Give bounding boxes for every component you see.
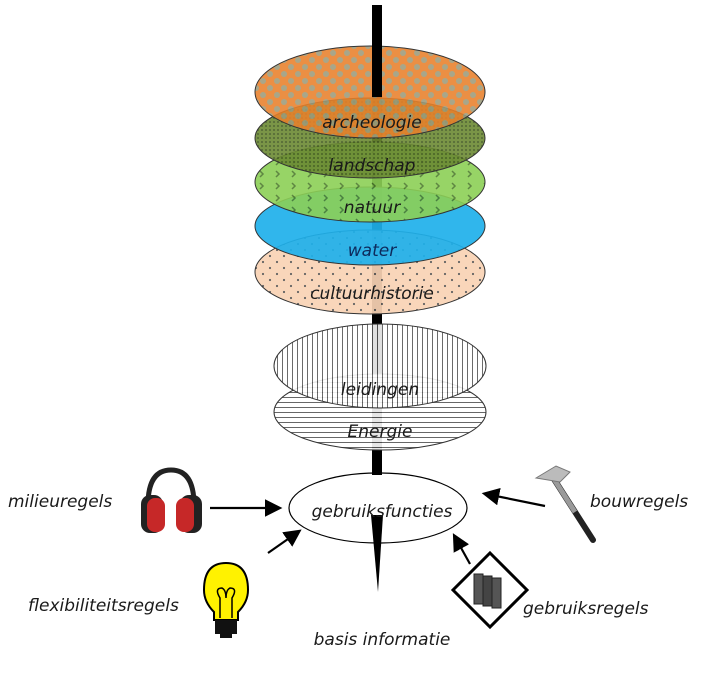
layer-leidingen: leidingen bbox=[273, 323, 487, 409]
hammer-icon bbox=[534, 465, 596, 543]
layer-label: landschap bbox=[329, 156, 416, 176]
rule-label-flexibiliteitsregels: flexibiliteitsregels bbox=[28, 596, 179, 616]
pole-top bbox=[372, 5, 382, 97]
headphones-icon bbox=[141, 467, 202, 533]
rule-label-gebruiksregels: gebruiksregels bbox=[523, 599, 649, 619]
layer-label: natuur bbox=[344, 198, 401, 218]
layer-label: water bbox=[348, 241, 397, 261]
center-label: gebruiksfuncties bbox=[312, 502, 453, 522]
layer-label: Energie bbox=[348, 422, 413, 442]
layer-archeologie: archeologie bbox=[254, 45, 486, 139]
arrow-gebruiksregels bbox=[452, 533, 471, 565]
rule-label-milieuregels: milieuregels bbox=[8, 492, 112, 512]
rule-label-bouwregels: bouwregels bbox=[590, 492, 688, 512]
books-icon bbox=[450, 550, 530, 630]
arrow-flexibiliteitsregels bbox=[267, 529, 302, 554]
arrow-bouwregels bbox=[481, 488, 546, 508]
layer-label: archeologie bbox=[322, 113, 422, 133]
layer-label: leidingen bbox=[341, 380, 419, 400]
pole-tip bbox=[371, 515, 383, 592]
base-label: basis informatie bbox=[314, 630, 451, 650]
layer-label: cultuurhistorie bbox=[310, 284, 434, 304]
lightbulb-icon bbox=[202, 561, 250, 638]
center-node: gebruiksfuncties bbox=[288, 472, 468, 544]
